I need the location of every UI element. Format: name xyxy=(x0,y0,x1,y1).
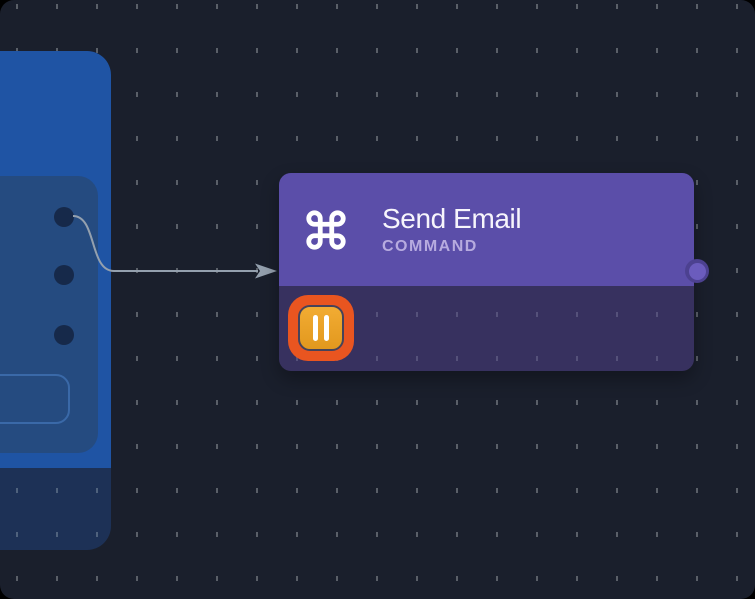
output-port-1[interactable] xyxy=(54,207,74,227)
output-port-2[interactable] xyxy=(54,265,74,285)
node-type-label: COMMAND xyxy=(382,238,478,256)
left-workflow-node-footer xyxy=(0,468,111,550)
command-icon xyxy=(306,209,346,250)
node-header-text: Send Email COMMAND xyxy=(382,202,522,256)
output-port-3[interactable] xyxy=(54,325,74,345)
pause-button[interactable] xyxy=(288,295,354,361)
node-title: Send Email xyxy=(382,202,522,234)
node-header: Send Email COMMAND xyxy=(279,173,694,286)
pause-bar-left xyxy=(313,315,318,341)
pause-bar-right xyxy=(324,315,329,341)
output-port-right[interactable] xyxy=(685,259,709,283)
node-send-email[interactable]: Send Email COMMAND xyxy=(279,173,709,371)
edge-arrowhead xyxy=(255,263,277,279)
left-node-outline-button[interactable] xyxy=(0,374,70,424)
output-port-right-fill xyxy=(688,262,706,280)
pause-icon xyxy=(298,305,344,351)
